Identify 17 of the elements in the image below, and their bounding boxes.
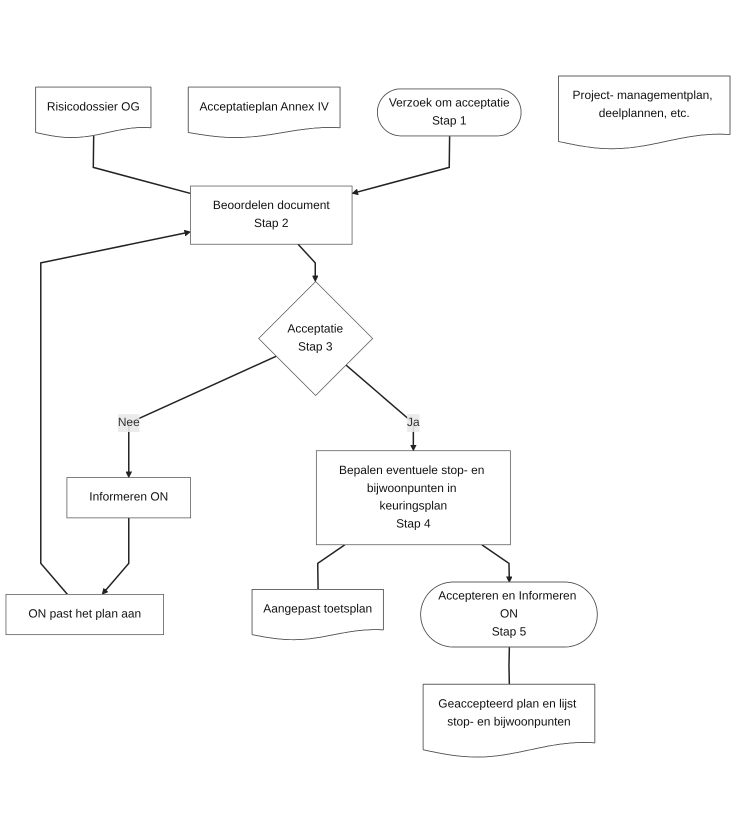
connector	[508, 646, 510, 684]
connector	[316, 544, 346, 590]
arrow	[102, 517, 130, 594]
node-box: ON past het plan aan	[6, 594, 164, 635]
node-box: Bepalen eventuele stop- en bijwoonpunten in keuringsplan Stap 4	[316, 450, 511, 545]
edge-label: Nee	[118, 416, 140, 429]
node-box: Beoordelen document Stap 2	[190, 185, 352, 244]
arrow	[345, 364, 417, 451]
node-box: Informeren ON	[66, 476, 191, 518]
arrow	[40, 229, 191, 594]
arrow	[298, 243, 319, 282]
arrow	[481, 544, 513, 582]
arrow	[125, 355, 276, 478]
arrow	[352, 136, 450, 195]
connector	[92, 135, 191, 194]
edge-label: Ja	[407, 416, 420, 429]
node-diamond: Acceptatie Stap 3	[258, 280, 374, 396]
